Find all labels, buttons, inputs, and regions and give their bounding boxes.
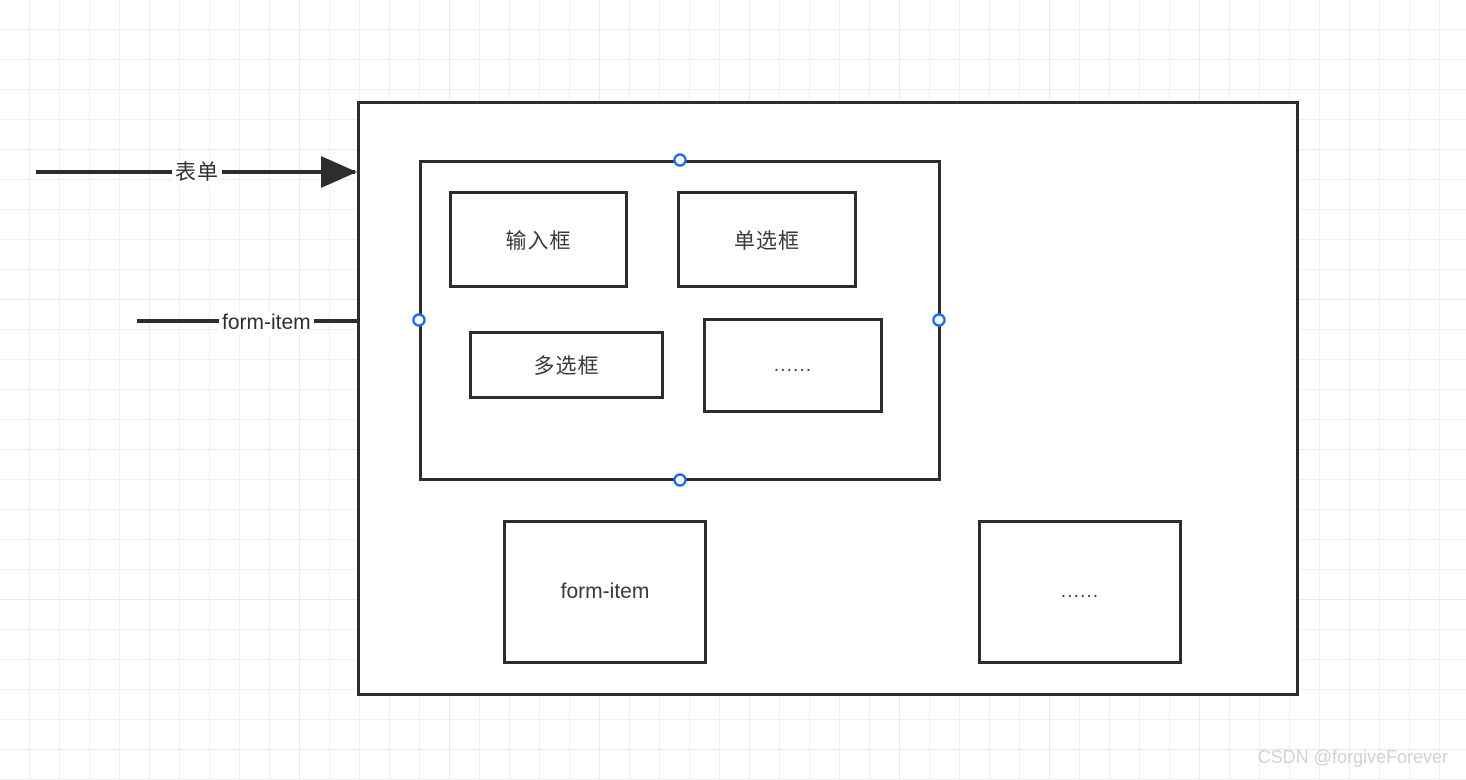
checkbox-box[interactable]: 多选框 (469, 331, 664, 399)
watermark-text: CSDN @forgiveForever (1257, 747, 1448, 767)
form-item-box[interactable]: form-item (503, 520, 707, 664)
radio-box-label: 单选框 (734, 228, 800, 253)
ellipsis-box-top-label: ...... (773, 355, 813, 376)
radio-box[interactable]: 单选框 (677, 191, 857, 288)
handle-right-icon[interactable] (932, 313, 946, 327)
handle-left-icon[interactable] (412, 313, 426, 327)
handle-top-icon[interactable] (673, 153, 687, 167)
handle-bottom-icon[interactable] (673, 473, 687, 487)
form-item-box-label: form-item (560, 580, 650, 603)
checkbox-box-label: 多选框 (533, 354, 600, 378)
input-box[interactable]: 输入框 (449, 191, 628, 288)
ellipsis-box-bottom-label: ...... (1060, 582, 1100, 602)
edge-label-form[interactable]: 表单 (172, 160, 222, 185)
ellipsis-box-bottom[interactable]: ...... (978, 520, 1182, 664)
ellipsis-box-top[interactable]: ...... (703, 318, 883, 413)
edge-label-form-item[interactable]: form-item (219, 310, 314, 335)
input-box-label: 输入框 (505, 228, 572, 253)
